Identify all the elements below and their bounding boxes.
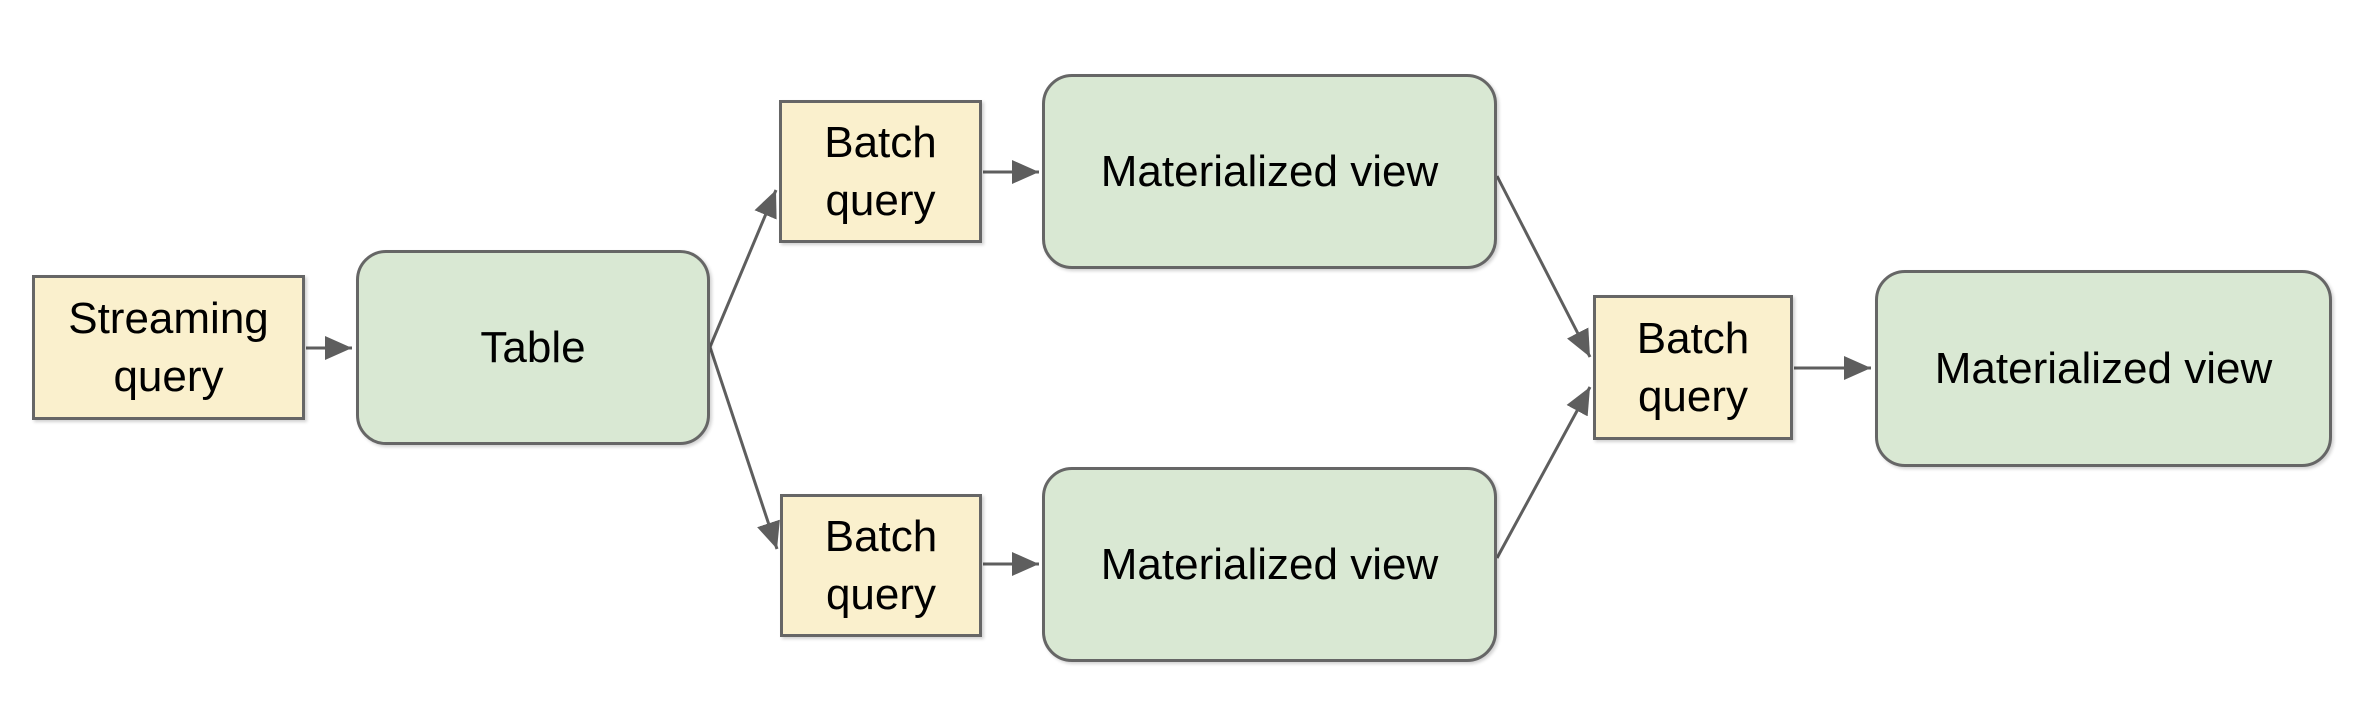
edge-materialized-view-bottom-to-batch-query-right bbox=[1495, 386, 1592, 559]
node-materialized-view-right: Materialized view bbox=[1875, 270, 2332, 467]
edge-table-to-batch-query-top bbox=[708, 189, 778, 348]
node-table: Table bbox=[356, 250, 710, 445]
node-materialized-view-bottom: Materialized view bbox=[1042, 467, 1497, 662]
node-materialized-view-bottom-label: Materialized view bbox=[1100, 539, 1439, 589]
node-streaming-query-label: Streaming query bbox=[68, 294, 269, 401]
edge-materialized-view-top-to-batch-query-right bbox=[1495, 175, 1592, 358]
node-batch-query-bottom-label: Batch query bbox=[824, 512, 938, 619]
node-batch-query-right-label: Batch query bbox=[1636, 314, 1750, 421]
node-batch-query-top: Batch query bbox=[779, 100, 982, 243]
node-materialized-view-top-label: Materialized view bbox=[1100, 146, 1439, 196]
edge-table-to-batch-query-bottom bbox=[708, 346, 780, 550]
node-batch-query-bottom: Batch query bbox=[780, 494, 982, 637]
node-batch-query-top-label: Batch query bbox=[824, 118, 937, 225]
node-materialized-view-right-label: Materialized view bbox=[1934, 343, 2273, 393]
node-table-label: Table bbox=[480, 322, 586, 372]
node-materialized-view-top: Materialized view bbox=[1042, 74, 1497, 269]
node-streaming-query: Streaming query bbox=[32, 275, 305, 420]
node-batch-query-right: Batch query bbox=[1593, 295, 1793, 440]
